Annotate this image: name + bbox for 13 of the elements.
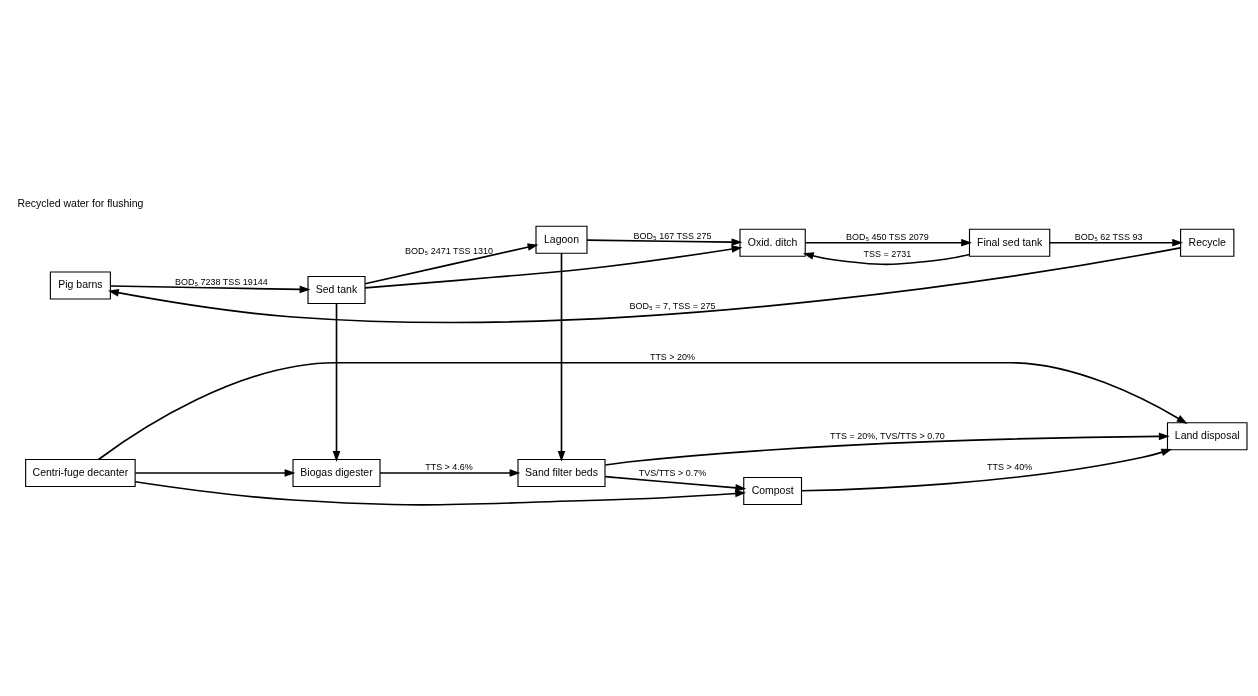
edge-label: BOD₅ 62 TSS 93 — [1074, 232, 1143, 243]
edge-label: TTS > 4.6% — [425, 462, 473, 473]
label: Recycled water for flushing — [17, 198, 144, 210]
edge-label: TSS = 2731 — [863, 248, 912, 259]
edge-label: TTS > 20% — [649, 352, 696, 363]
edge-label: BOD₅ = 7, TSS = 275 — [629, 301, 716, 312]
edge-label: BOD₅ 450 TSS 2079 — [845, 232, 929, 243]
edge-label: BOD₅ 7238 TSS 19144 — [174, 277, 268, 288]
edge-label: BOD₅ 167 TSS 275 — [633, 230, 712, 241]
edge-label: TVS/TTS > 0.7% — [638, 467, 707, 478]
edge-label: TTS = 20%, TVS/TTS > 0.70 — [830, 430, 945, 441]
edge-label: BOD₅ 2471 TSS 1310 — [405, 245, 493, 256]
edge-label: TTS > 40% — [987, 462, 1033, 473]
